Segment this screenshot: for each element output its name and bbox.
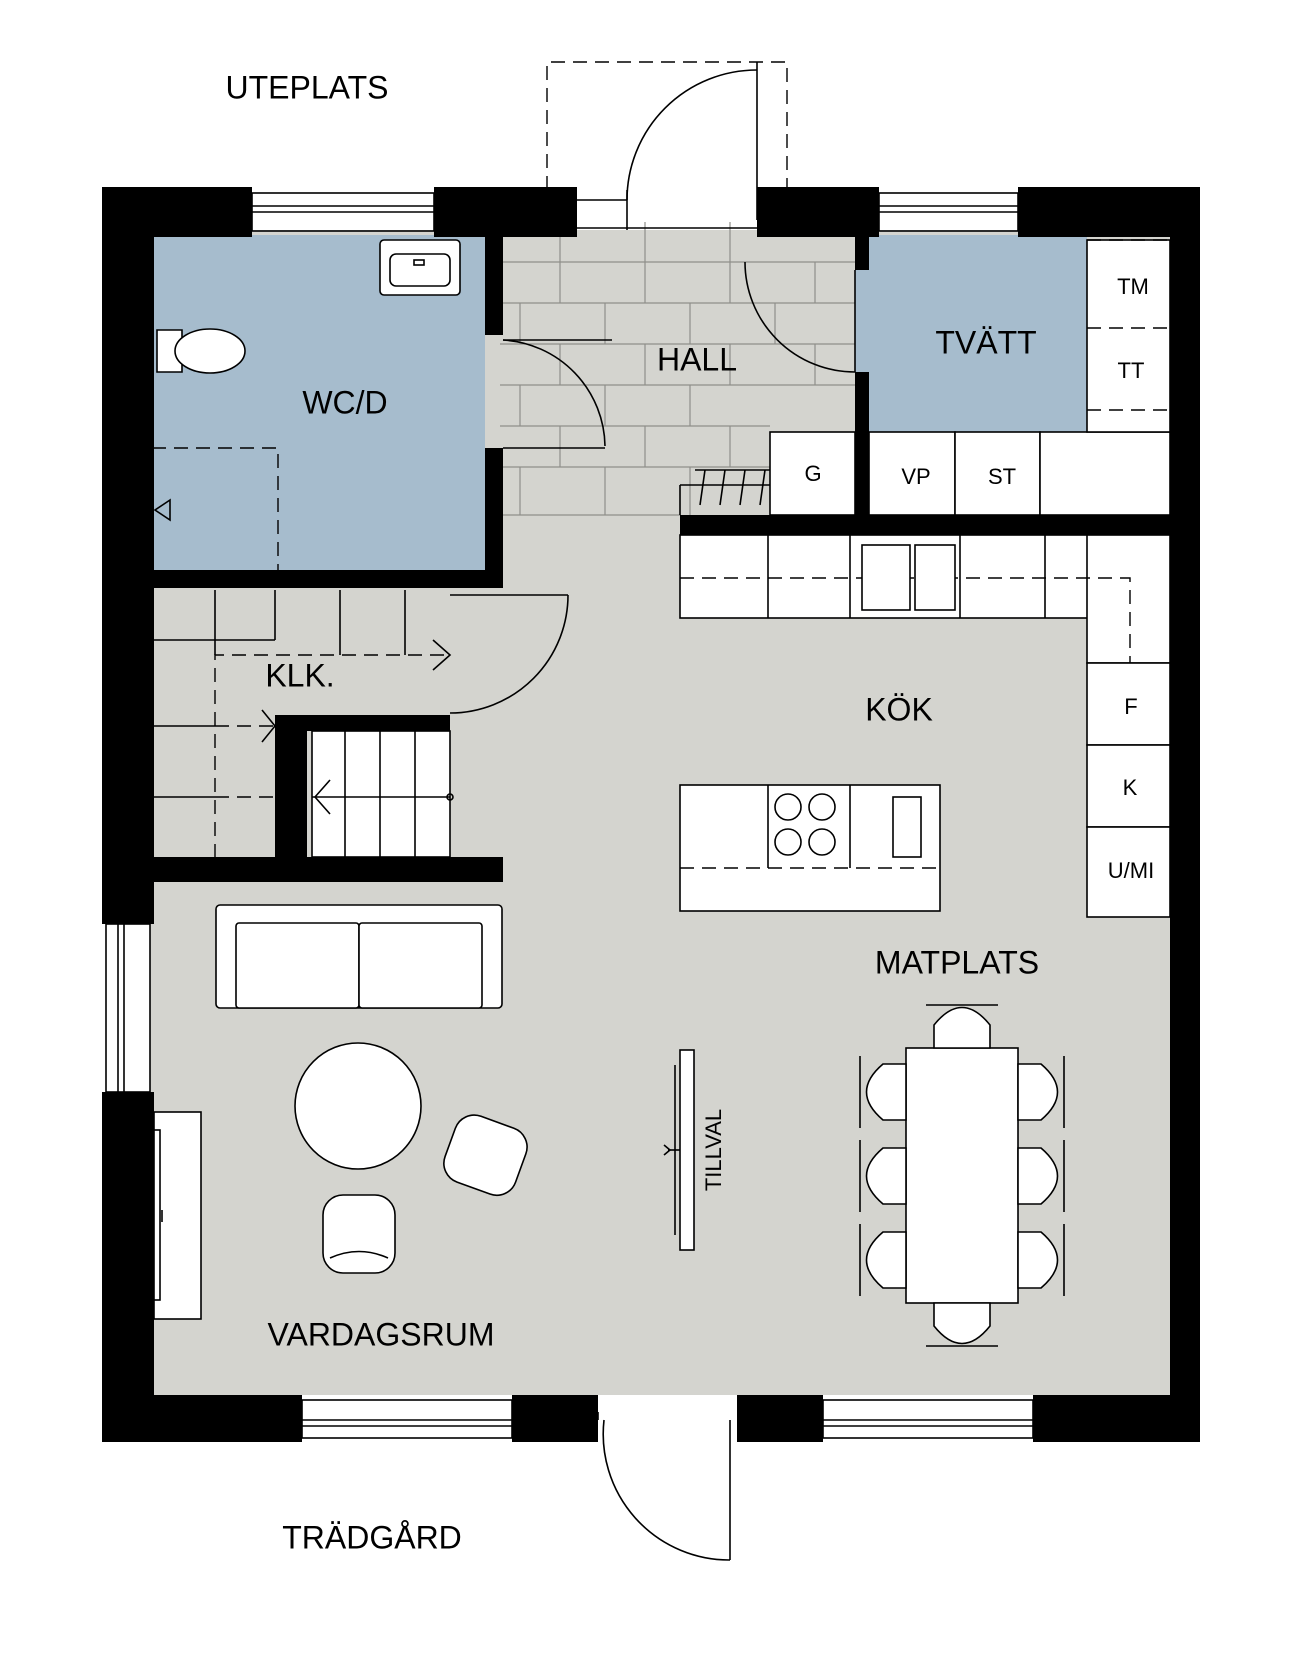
toilet-icon	[156, 329, 183, 373]
wall	[680, 515, 1170, 535]
windows	[105, 192, 1034, 1439]
cabinet-g	[769, 431, 856, 516]
room-label-klk: KLK.	[265, 657, 334, 693]
wall	[102, 1092, 154, 1442]
wall	[485, 235, 503, 335]
wall	[102, 187, 154, 924]
round-table-icon	[294, 1042, 422, 1170]
utility-row	[679, 239, 1171, 516]
window-vardagsrum-left	[105, 923, 151, 1093]
appliance-label-tt: TT	[1118, 358, 1145, 383]
garden-door	[597, 1412, 731, 1561]
chair-icon	[926, 1302, 998, 1347]
dining-set	[859, 1004, 1065, 1347]
room-label-matplats: MATPLATS	[875, 944, 1039, 980]
wall	[1170, 187, 1200, 1442]
wall	[512, 1395, 598, 1442]
wall	[102, 1395, 302, 1442]
window-vardagsrum-bottom	[301, 1399, 513, 1439]
laundry-column	[1086, 239, 1171, 433]
appliance-label-g: G	[804, 461, 821, 486]
kitchen-counter-side	[1086, 534, 1171, 664]
room-label-hall: HALL	[657, 341, 737, 377]
labels: UTEPLATS TRÄDGÅRD WC/D HALL TVÄTT KLK. K…	[226, 69, 1155, 1555]
wall	[1033, 1395, 1200, 1442]
outdoor-label-tradgard: TRÄDGÅRD	[282, 1519, 462, 1555]
wcd-fixtures	[152, 239, 461, 570]
oven-microwave-cabinet	[1086, 826, 1171, 918]
chair-icon	[859, 1224, 907, 1296]
kitchen-sink-icon	[861, 544, 911, 611]
armchair-icon	[322, 1194, 396, 1274]
wall	[757, 187, 879, 237]
wall	[275, 715, 307, 882]
room-label-tvatt: TVÄTT	[935, 324, 1036, 360]
wall	[737, 1395, 823, 1442]
shower-drain-icon	[153, 498, 171, 522]
room-label-wcd: WC/D	[302, 384, 387, 420]
sofa-icon	[215, 904, 503, 1009]
appliance-label-f: F	[1124, 694, 1137, 719]
window-matplats-bottom	[822, 1399, 1034, 1439]
dining-table-icon	[905, 1047, 1019, 1304]
hall-storage-marks	[679, 469, 770, 515]
cabinet-vp	[868, 431, 956, 516]
door-tvatt	[744, 261, 856, 373]
shower-area	[152, 447, 279, 570]
outdoor-label-uteplats: UTEPLATS	[226, 69, 389, 105]
floor-tvatt	[855, 235, 1087, 432]
island-sink-icon	[892, 796, 922, 858]
wall	[485, 448, 503, 588]
tv-unit-icon	[153, 1111, 202, 1320]
stairs	[150, 590, 454, 858]
appliance-label-k: K	[1123, 775, 1138, 800]
chair-icon	[859, 1056, 907, 1128]
door-klk	[449, 594, 569, 714]
wall	[150, 570, 503, 588]
tillval-wall-icon	[663, 1049, 695, 1251]
room-label-kok: KÖK	[865, 691, 933, 727]
appliance-label-tm: TM	[1117, 274, 1149, 299]
wall	[855, 372, 869, 527]
cabinet-extra	[1039, 431, 1171, 516]
appliance-label-umi: U/MI	[1108, 858, 1154, 883]
stair-arrow-icon	[313, 779, 331, 815]
kitchen	[679, 534, 1171, 918]
wall	[275, 715, 450, 731]
wall	[1018, 187, 1200, 237]
doors	[449, 61, 856, 1561]
door-wcd	[502, 339, 612, 449]
cooktop-icon	[774, 793, 836, 856]
hall-tiles	[500, 222, 855, 516]
stair-block	[311, 730, 451, 858]
chair-icon	[1017, 1140, 1065, 1212]
front-door-top	[546, 61, 788, 230]
appliance-label-vp: VP	[901, 464, 930, 489]
annotation-tillval: TILLVAL	[701, 1109, 726, 1191]
room-label-vardagsrum: VARDAGSRUM	[268, 1316, 495, 1352]
wall	[855, 235, 869, 270]
chair-icon	[926, 1004, 998, 1049]
living-furniture	[153, 904, 695, 1320]
chair-icon	[1017, 1224, 1065, 1296]
chair-icon	[859, 1140, 907, 1212]
armchair-icon	[443, 1114, 528, 1197]
walls	[102, 187, 1200, 1442]
wall	[150, 857, 503, 882]
appliance-label-st: ST	[988, 464, 1016, 489]
wall	[434, 187, 577, 237]
chair-icon	[1017, 1056, 1065, 1128]
